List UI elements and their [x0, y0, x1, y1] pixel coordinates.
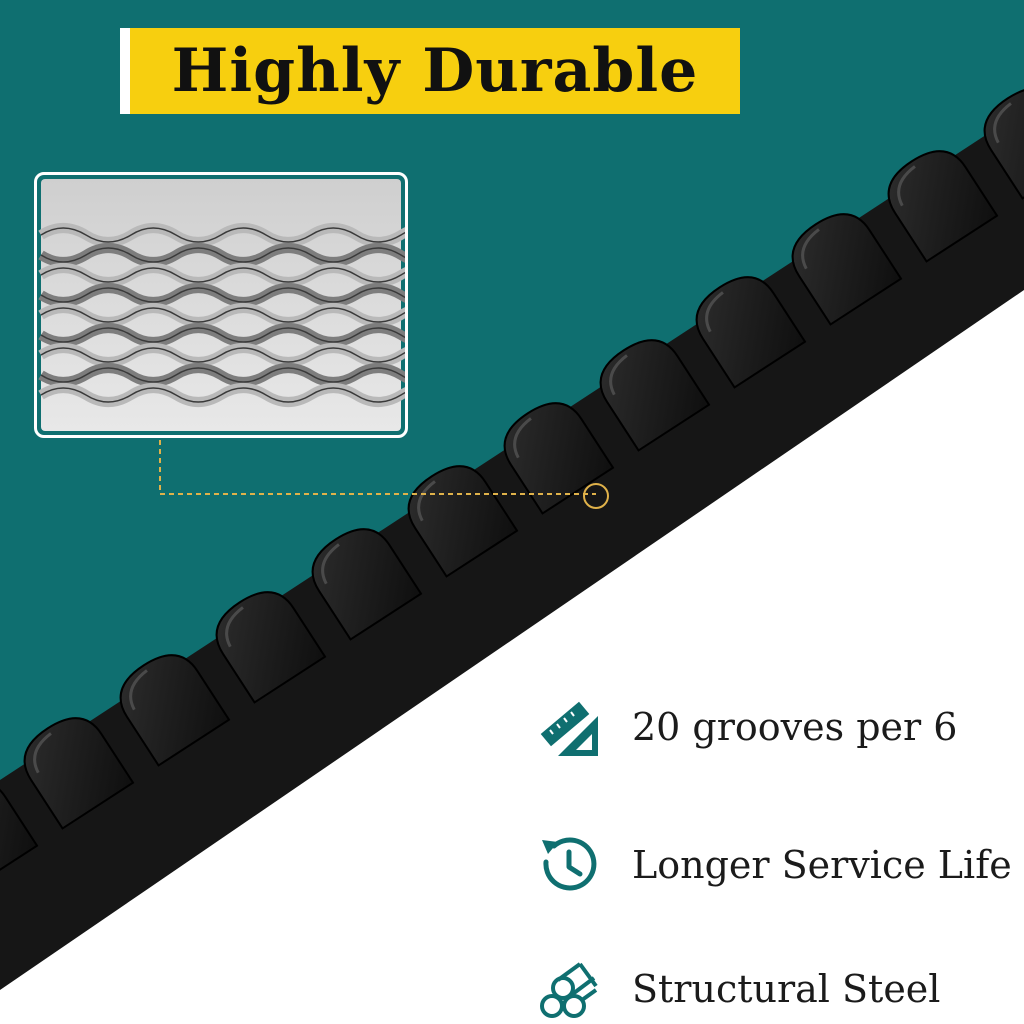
steel-bars-icon [540, 962, 598, 1018]
steel-wire-inset [34, 172, 408, 438]
feature-steel: Structural Steel [536, 954, 940, 1024]
belt-teeth [0, 87, 1024, 893]
page-title: Highly Durable [171, 36, 699, 106]
callout-marker [583, 483, 609, 509]
clock-icon [542, 837, 597, 891]
feature-grooves: 20 grooves per 6 [536, 692, 957, 762]
feature-service-life: Longer Service Life [536, 830, 1012, 900]
feature-label: Longer Service Life [632, 843, 1012, 887]
ruler-triangle-icon [540, 701, 598, 756]
title-badge: Highly Durable [120, 28, 740, 114]
feature-label: 20 grooves per 6 [632, 705, 958, 749]
callout-connector [159, 440, 596, 495]
feature-label: Structural Steel [632, 967, 941, 1011]
steel-wire-image [38, 179, 405, 431]
